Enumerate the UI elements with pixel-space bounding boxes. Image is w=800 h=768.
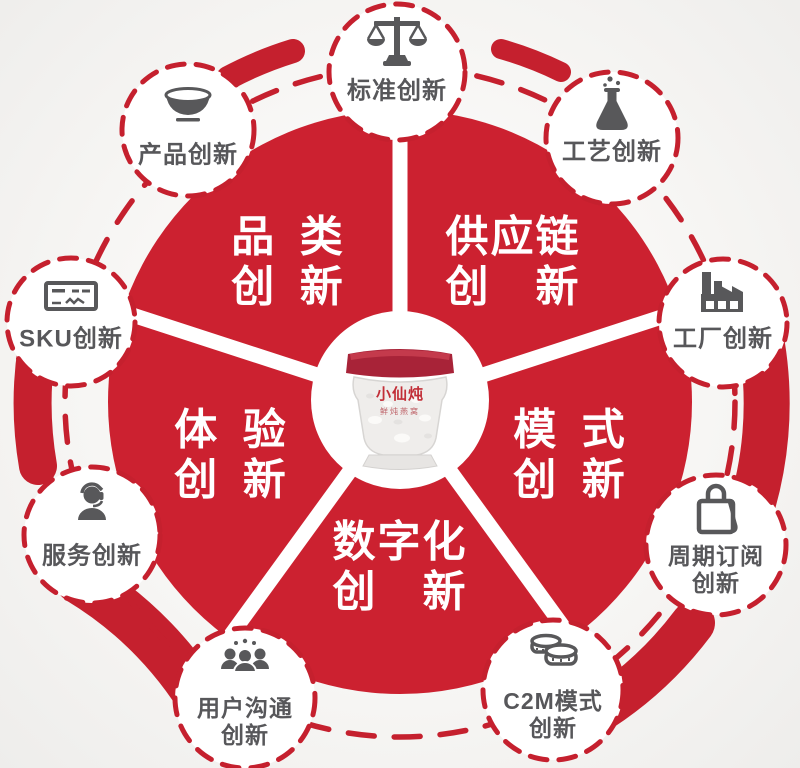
satellite-subscription-label-1: 周期订阅	[668, 543, 764, 569]
sector-experience-line1: 体 验	[174, 406, 288, 454]
brush-arc-top-left	[216, 39, 305, 90]
satellite-product-label: 产品创新	[138, 140, 238, 168]
bowl-icon	[164, 87, 212, 122]
satellite-subscription: 周期订阅 创新	[643, 472, 789, 618]
shopping-bag-icon	[696, 483, 738, 535]
jar-contents	[366, 393, 432, 443]
sector-digital-line2: 创 新	[333, 568, 468, 616]
satellite-factory-label: 工厂创新	[673, 324, 773, 352]
sector-digital-line1: 数字化	[333, 518, 468, 566]
satellite-circle	[119, 61, 257, 199]
satellite-circle	[480, 617, 626, 763]
headset-person-icon	[78, 482, 106, 520]
satellite-circle	[172, 625, 318, 768]
satellite-c2m-label-2: 创新	[528, 715, 577, 741]
innovation-pie: 品 类 创 新 供应链 创 新 模 式 创 新 数字化 创 新 体 验 创 新	[108, 104, 692, 694]
satellite-circle	[21, 464, 163, 606]
sector-supply-chain-line1: 供应链	[446, 213, 581, 261]
jar-product-text: 鲜炖燕窝	[380, 406, 420, 416]
sector-labels: 品 类 创 新 供应链 创 新 模 式 创 新 数字化 创 新 体 验 创 新	[174, 213, 627, 616]
satellite-user-communication-label-1: 用户沟通	[197, 695, 293, 721]
factory-icon	[701, 272, 743, 312]
jar-base	[362, 454, 438, 470]
jar-body	[352, 376, 448, 456]
satellite-circle	[543, 69, 681, 207]
sector-experience-line2: 创 新	[174, 456, 288, 504]
scales-icon	[366, 17, 428, 66]
satellite-service-label: 服务创新	[42, 541, 142, 569]
satellite-factory: 工厂创新	[656, 256, 790, 390]
center-hub: 小仙炖 鲜炖燕窝	[311, 311, 489, 489]
sector-supply-chain-line2: 创 新	[446, 263, 581, 311]
satellite-user-communication-label-2: 创新	[220, 722, 269, 748]
satellite-standard: 标准创新	[326, 1, 468, 143]
satellite-sku: SKU创新	[4, 255, 138, 389]
satellite-product: 产品创新	[119, 61, 257, 199]
jar-lid-highlight	[350, 350, 450, 360]
satellite-standard-label: 标准创新	[347, 76, 447, 104]
satellite-subscription-label-2: 创新	[691, 570, 740, 596]
sector-model-line1: 模 式	[513, 406, 627, 454]
coins-icon	[530, 633, 578, 666]
people-group-icon	[221, 638, 269, 673]
satellite-c2m-label-1: C2M模式	[503, 688, 603, 714]
satellite-circle	[656, 256, 790, 390]
satellite-circle	[326, 1, 468, 143]
sector-category-line1: 品 类	[231, 213, 345, 261]
sector-model-line2: 创 新	[513, 456, 627, 504]
satellite-craft: 工艺创新	[543, 69, 681, 207]
jar-brand-text: 小仙炖	[376, 385, 424, 403]
satellite-circle	[643, 472, 789, 618]
satellite-circle	[4, 255, 138, 389]
satellite-user-communication: 用户沟通 创新	[172, 625, 318, 768]
sector-category-line2: 创 新	[231, 263, 345, 311]
brush-arc-top-right	[491, 39, 571, 82]
product-jar: 小仙炖 鲜炖燕窝	[346, 349, 454, 470]
satellite-sku-label: SKU创新	[19, 324, 123, 352]
flask-icon	[596, 76, 628, 130]
satellite-craft-label: 工艺创新	[562, 137, 662, 165]
satellite-service: 服务创新	[21, 464, 163, 606]
satellite-c2m: C2M模式 创新	[480, 617, 626, 763]
card-icon	[44, 281, 98, 311]
